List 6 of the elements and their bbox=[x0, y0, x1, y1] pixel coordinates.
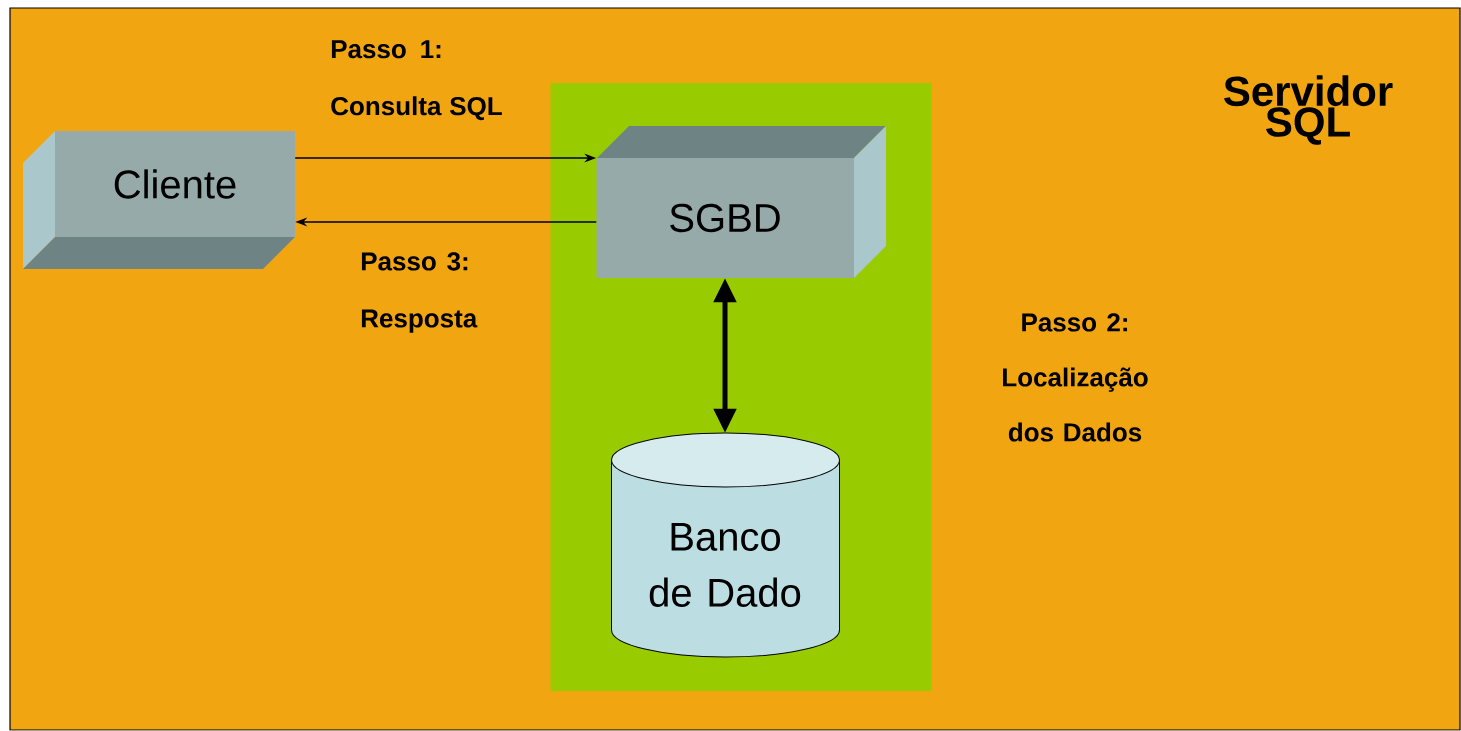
step-note: Passo 2: Localização dos Dados bbox=[1003, 313, 1148, 442]
client-box: Cliente bbox=[23, 131, 295, 269]
database-cylinder: Banco de Dado bbox=[611, 432, 840, 658]
dbms-box: SGBD bbox=[596, 126, 886, 278]
edge-label: Passo 3: Resposta bbox=[361, 252, 478, 333]
edge-label: Passo 1: Consulta SQL bbox=[331, 40, 502, 121]
